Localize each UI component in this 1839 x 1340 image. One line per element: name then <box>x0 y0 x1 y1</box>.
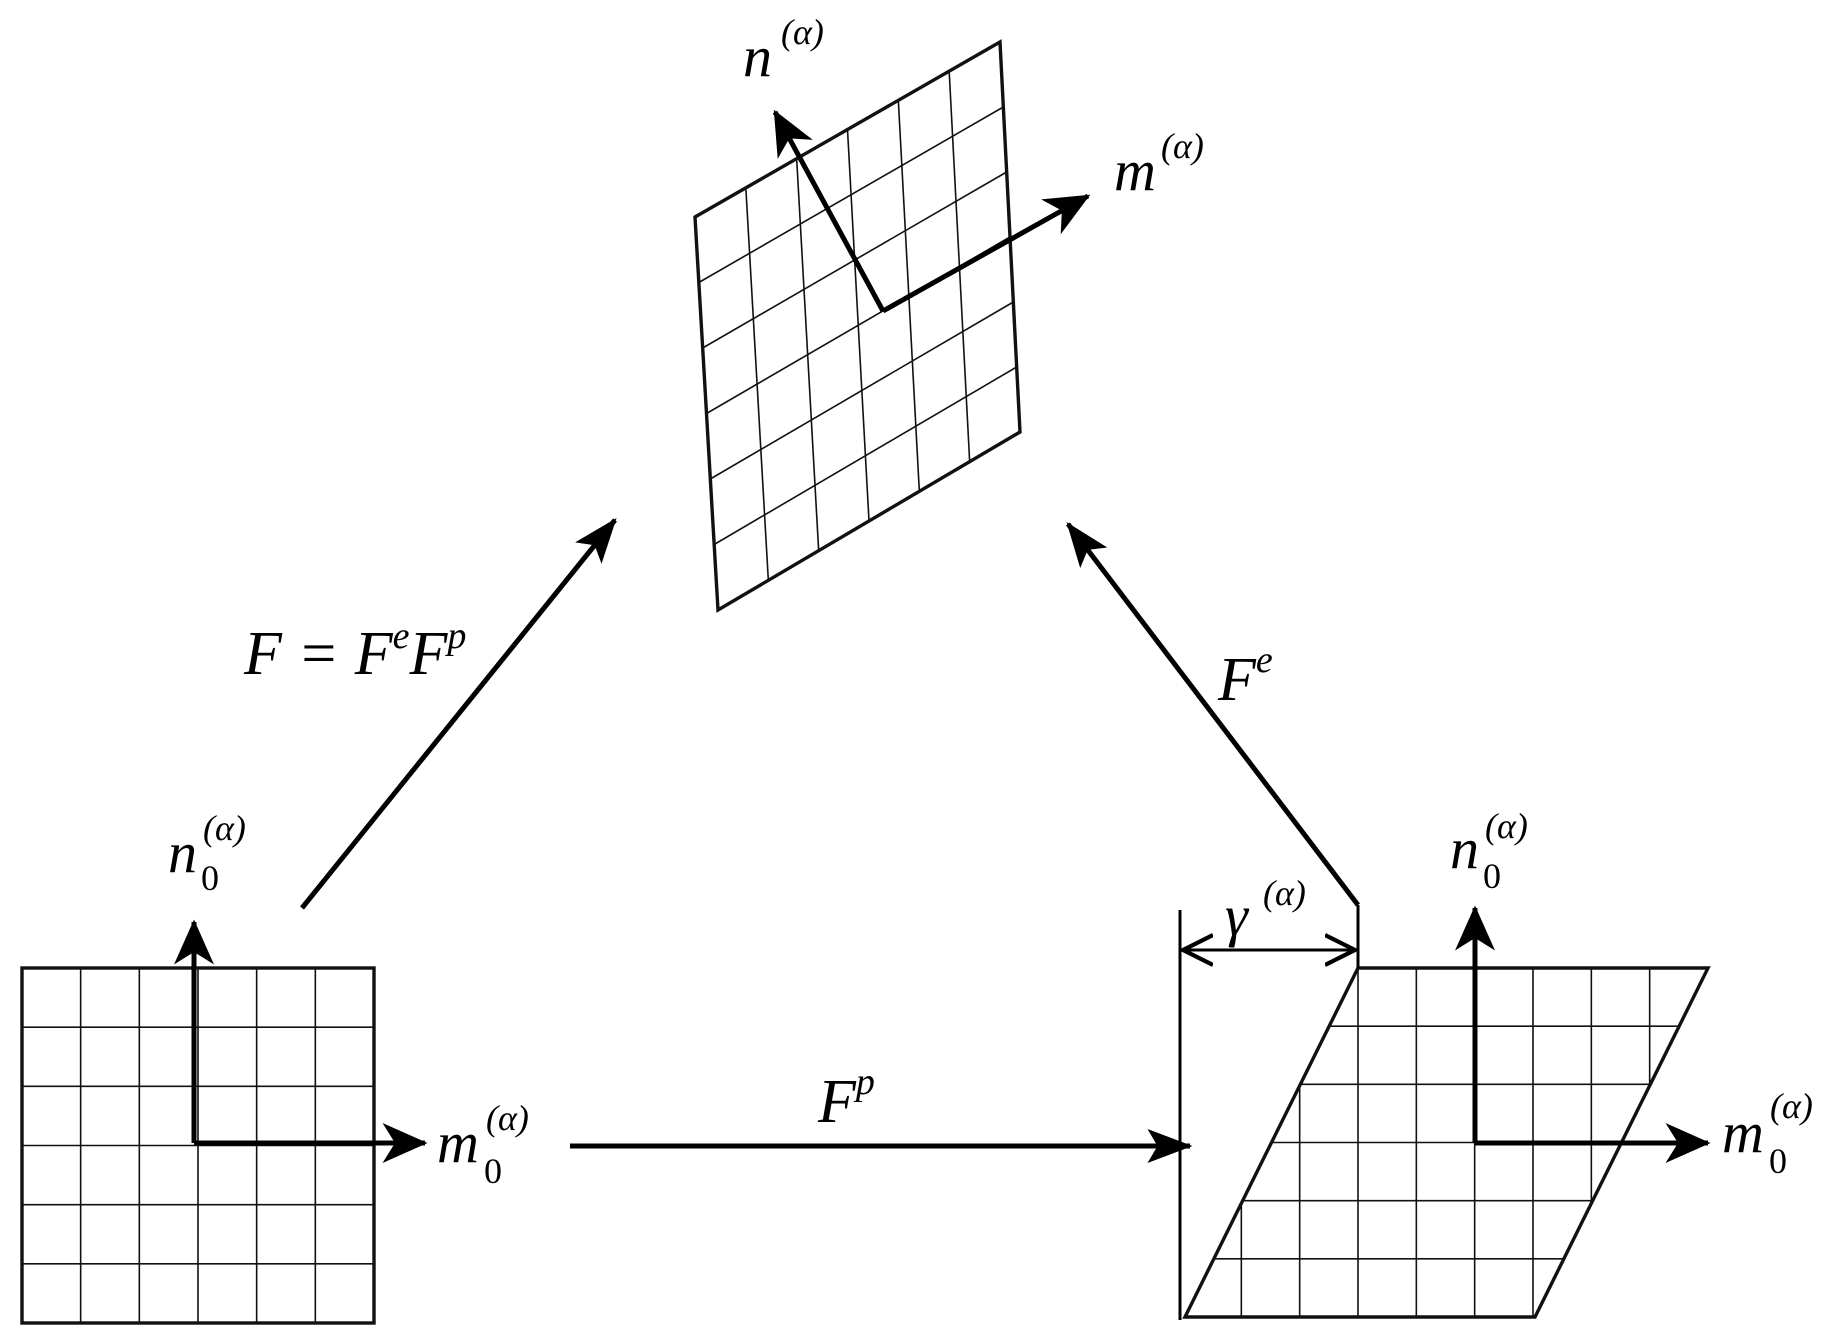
elastic-deformation-arrow <box>1066 522 1360 907</box>
reference-slip-label: m <box>437 1110 479 1175</box>
reference-slip-sup: (α) <box>486 1098 529 1138</box>
reference-slip-sub: 0 <box>484 1151 502 1191</box>
intermediate-slip-label: m <box>1722 1100 1764 1165</box>
intermediate-normal-label: n <box>1450 816 1479 881</box>
current-normal-sup: (α) <box>781 12 824 52</box>
elastic-deformation-label: Fe <box>1217 639 1273 714</box>
current-slip-label: m <box>1114 138 1156 203</box>
grid-line-b <box>709 301 1014 480</box>
reference-configuration: n 0 (α) m 0 (α) <box>20 808 529 1325</box>
reference-normal-sup: (α) <box>203 808 246 848</box>
shear-sup: (α) <box>1263 873 1306 913</box>
current-slip-arrow <box>881 193 1091 314</box>
total-deformation-arrow <box>300 518 617 910</box>
current-lattice-grid <box>698 71 1018 581</box>
grid-line-b <box>713 366 1018 546</box>
reference-normal-label: n <box>168 820 197 885</box>
intermediate-normal-sub: 0 <box>1483 856 1501 896</box>
intermediate-slip-sub: 0 <box>1769 1141 1787 1181</box>
reference-normal-sub: 0 <box>201 858 219 898</box>
intermediate-configuration: γ (α) n 0 (α) m 0 (α) <box>1175 806 1813 1320</box>
intermediate-slip-sup: (α) <box>1770 1086 1813 1126</box>
intermediate-normal-sup: (α) <box>1485 806 1528 846</box>
current-normal-arrow <box>772 109 886 313</box>
shear-label: γ <box>1225 883 1250 948</box>
current-normal-label: n <box>743 24 772 89</box>
current-lattice-frame <box>693 39 1022 613</box>
current-configuration: n (α) m (α) <box>693 12 1204 613</box>
intermediate-lattice-frame <box>1182 966 1711 1319</box>
current-slip-sup: (α) <box>1161 126 1204 166</box>
plastic-deformation-label: Fp <box>817 1061 875 1136</box>
total-deformation-label: F = FeFp <box>243 615 466 688</box>
mapping-arrows: F = FeFp Fe Fp <box>243 518 1360 1163</box>
